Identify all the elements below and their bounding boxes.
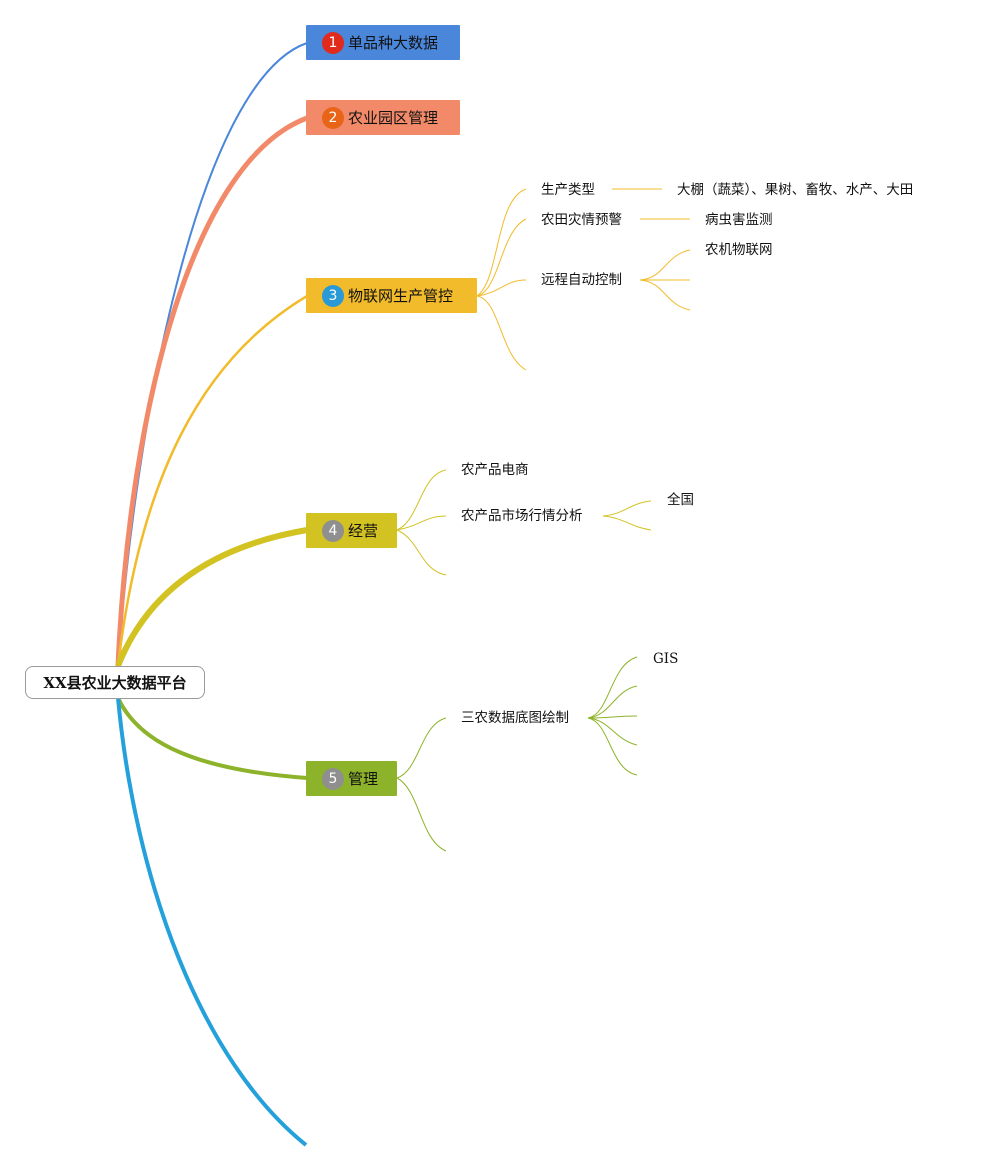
number-badge-icon: 1	[322, 31, 344, 54]
topic-agri-park-management[interactable]: 2 农业园区管理	[306, 100, 460, 135]
topic-label: 物联网生产管控	[348, 287, 454, 305]
subtopic-remote-control[interactable]: 远程自动控制	[541, 272, 622, 288]
iot-links	[476, 188, 691, 371]
topic-label: 经营	[348, 522, 379, 540]
subtopic-gis[interactable]: GIS	[653, 651, 679, 667]
topic-single-variety-data[interactable]: 1 单品种大数据	[306, 25, 460, 60]
link-root-branch-3	[116, 294, 308, 667]
root-node[interactable]: XX县农业大数据平台	[25, 666, 205, 699]
topic-label: 农业园区管理	[348, 109, 439, 127]
management-links	[396, 656, 638, 852]
subtopic-pest-monitoring[interactable]: 病虫害监测	[705, 212, 773, 228]
number-badge-icon: 5	[322, 767, 344, 790]
subtopic-machinery-iot[interactable]: 农机物联网	[705, 242, 773, 258]
business-links	[396, 469, 652, 576]
number-badge-icon: 3	[322, 284, 344, 307]
topic-label: 管理	[348, 770, 379, 788]
subtopic-disaster-warning[interactable]: 农田灾情预警	[541, 212, 622, 228]
subtopic-base-map[interactable]: 三农数据底图绘制	[461, 710, 569, 726]
link-root-branch-5	[116, 697, 308, 780]
number-badge-icon: 2	[322, 106, 344, 129]
link-root-branch-2	[115, 115, 308, 667]
topic-iot-production-control[interactable]: 3 物联网生产管控	[306, 278, 477, 313]
link-root-empty-branch	[116, 697, 308, 1147]
topic-management[interactable]: 5 管理	[306, 761, 397, 796]
number-badge-icon: 4	[322, 519, 344, 542]
link-root-branch-4	[115, 527, 308, 668]
topic-business[interactable]: 4 经营	[306, 513, 397, 548]
topic-label: 单品种大数据	[348, 34, 439, 52]
subtopic-market-analysis[interactable]: 农产品市场行情分析	[461, 508, 583, 524]
subtopic-production-type[interactable]: 生产类型	[541, 182, 595, 198]
subtopic-ecommerce[interactable]: 农产品电商	[461, 462, 529, 478]
subtopic-nationwide[interactable]: 全国	[667, 492, 694, 508]
root-label: XX县农业大数据平台	[43, 674, 187, 692]
subtopic-production-type-value[interactable]: 大棚（蔬菜）、果树、畜牧、水产、大田	[677, 182, 914, 198]
